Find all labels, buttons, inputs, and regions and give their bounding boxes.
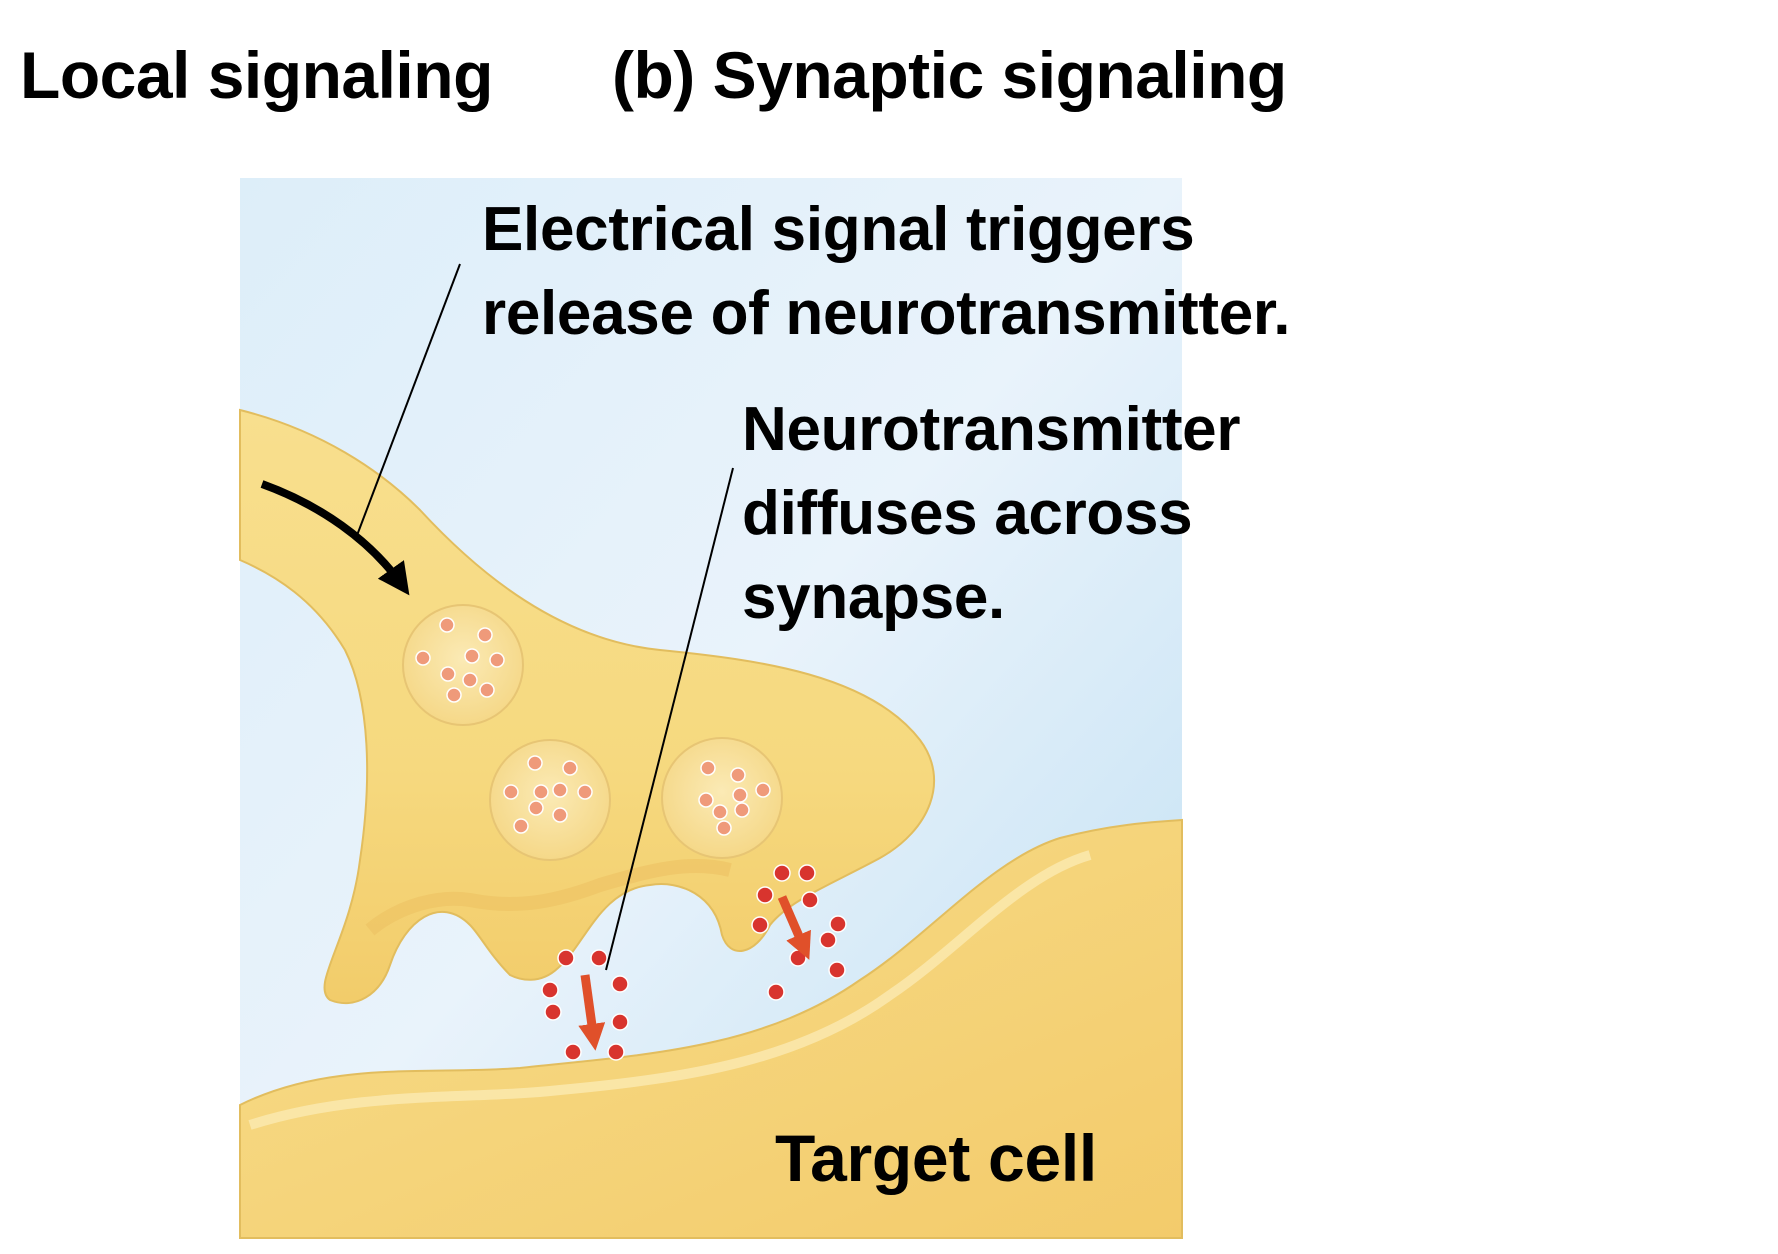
axon-terminal [239, 408, 936, 1005]
vesicle-dot [734, 802, 750, 818]
title-synaptic-signaling: (b) Synaptic signaling [612, 38, 1287, 112]
target-cell-highlight [248, 850, 1092, 1130]
vesicle-dot [698, 792, 714, 808]
vesicle-dot [446, 687, 462, 703]
neurotransmitter-dot [611, 1013, 629, 1031]
vesicle-dot [439, 617, 455, 633]
neurotransmitter-dot [557, 949, 575, 967]
vesicle-dot [489, 652, 505, 668]
synaptic-vesicle [489, 739, 611, 861]
vesicle-neurotransmitter-dots [415, 617, 771, 836]
label-electrical-line-2: release of neurotransmitter. [482, 279, 1291, 348]
neurotransmitter-dot [819, 931, 837, 949]
vesicle-dot [533, 784, 549, 800]
released-neurotransmitter [541, 864, 847, 1061]
vesicle-dot [552, 782, 568, 798]
vesicle-dot [440, 666, 456, 682]
neurotransmitter-dot [789, 949, 807, 967]
title-local-signaling: Local signaling [20, 38, 493, 112]
axon-terminal-shading [365, 859, 732, 936]
neurotransmitter-dot [798, 864, 816, 882]
vesicle-dot [577, 784, 593, 800]
label-neuro-line-3: synapse. [742, 563, 1005, 632]
label-neuro-line-2: diffuses across [742, 479, 1193, 548]
vesicle-dot [755, 782, 771, 798]
neurotransmitter-dot [751, 916, 769, 934]
leader-line-electrical [355, 263, 461, 539]
neurotransmitter-dot [611, 975, 629, 993]
red-down-arrow-icon [578, 974, 606, 1051]
label-electrical-signal: Electrical signal triggers release of ne… [482, 188, 1291, 356]
vesicle-dot [528, 800, 544, 816]
red-down-arrow-icon [777, 895, 811, 960]
neurotransmitter-dot [756, 886, 774, 904]
neurotransmitter-dot [541, 981, 559, 999]
neurotransmitter-dot [564, 1043, 582, 1061]
vesicle-dot [477, 627, 493, 643]
label-electrical-line-1: Electrical signal triggers [482, 195, 1195, 264]
vesicle-dot [562, 760, 578, 776]
synaptic-vesicle [402, 604, 524, 726]
neurotransmitter-dot [544, 1003, 562, 1021]
vesicle-dot [479, 682, 495, 698]
leader-line-neurotransmitter [605, 467, 734, 971]
neurotransmitter-dot [801, 891, 819, 909]
vesicle-dot [503, 784, 519, 800]
vesicle-dot [527, 755, 543, 771]
neurotransmitter-dot [829, 915, 847, 933]
neurotransmitter-dot [607, 1043, 625, 1061]
neurotransmitter-dot [773, 864, 791, 882]
vesicle-dot [712, 804, 728, 820]
vesicle-dot [464, 648, 480, 664]
neurotransmitter-dot [767, 983, 785, 1001]
synaptic-vesicle [661, 737, 783, 859]
curved-black-arrow-icon [260, 480, 410, 596]
vesicle-dot [716, 820, 732, 836]
vesicle-dot [415, 650, 431, 666]
neurotransmitter-dot [828, 961, 846, 979]
vesicle-dot [513, 818, 529, 834]
target-cell [239, 818, 1183, 1239]
label-neurotransmitter-diffuses: Neurotransmitter diffuses across synapse… [742, 388, 1241, 640]
vesicle-dot [732, 787, 748, 803]
label-target-cell: Target cell [775, 1121, 1097, 1195]
neurotransmitter-dot [590, 949, 608, 967]
vesicle-dot [730, 767, 746, 783]
vesicle-dot [462, 672, 478, 688]
vesicle-dot [552, 807, 568, 823]
vesicle-dot [700, 760, 716, 776]
label-neuro-line-1: Neurotransmitter [742, 395, 1241, 464]
